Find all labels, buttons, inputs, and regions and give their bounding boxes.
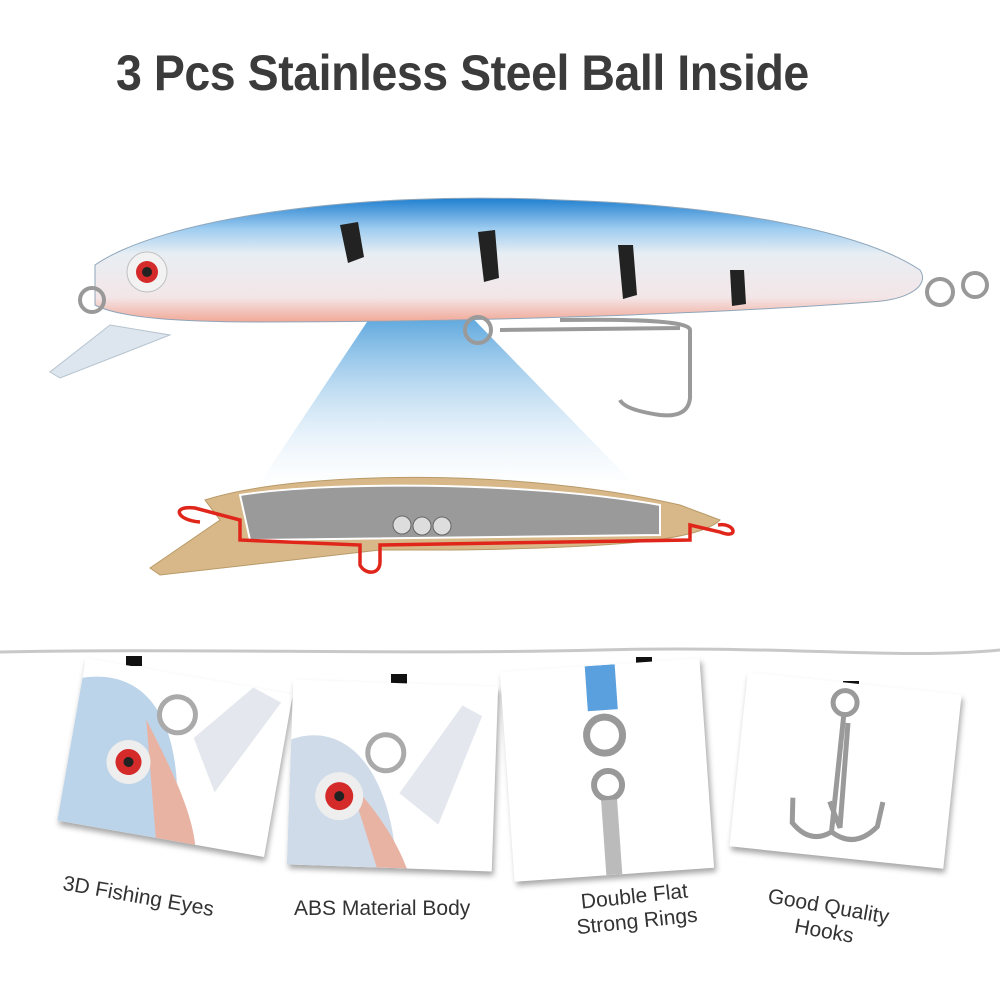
feature-card-body xyxy=(286,679,499,872)
lure-bill xyxy=(49,324,172,379)
treble-hook-icon xyxy=(463,315,692,418)
clothesline xyxy=(0,647,1000,655)
lure xyxy=(49,197,989,418)
steel-ball xyxy=(412,516,432,536)
lure-body-closeup-icon xyxy=(286,705,483,869)
nose-ring-icon xyxy=(78,286,106,314)
through-wire xyxy=(177,505,735,574)
steel-ball xyxy=(392,515,412,535)
split-ring-closeup-icon xyxy=(583,664,627,876)
lure-cutaway xyxy=(149,476,735,576)
feature-card-eyes xyxy=(57,658,293,857)
xray-cone xyxy=(255,300,630,490)
feature-card-hooks xyxy=(729,672,962,869)
page-title: 3 Pcs Stainless Steel Ball Inside xyxy=(116,45,809,101)
steel-ball xyxy=(432,516,452,536)
fish-eye-closeup-icon xyxy=(57,676,282,845)
lure-body xyxy=(94,197,923,323)
caption-abs-material-body: ABS Material Body xyxy=(294,897,471,920)
feature-card-rings xyxy=(499,658,715,882)
lure-stripes xyxy=(340,222,746,306)
treble-hook-closeup-icon xyxy=(789,688,886,842)
tail-ring-icon xyxy=(925,277,955,307)
